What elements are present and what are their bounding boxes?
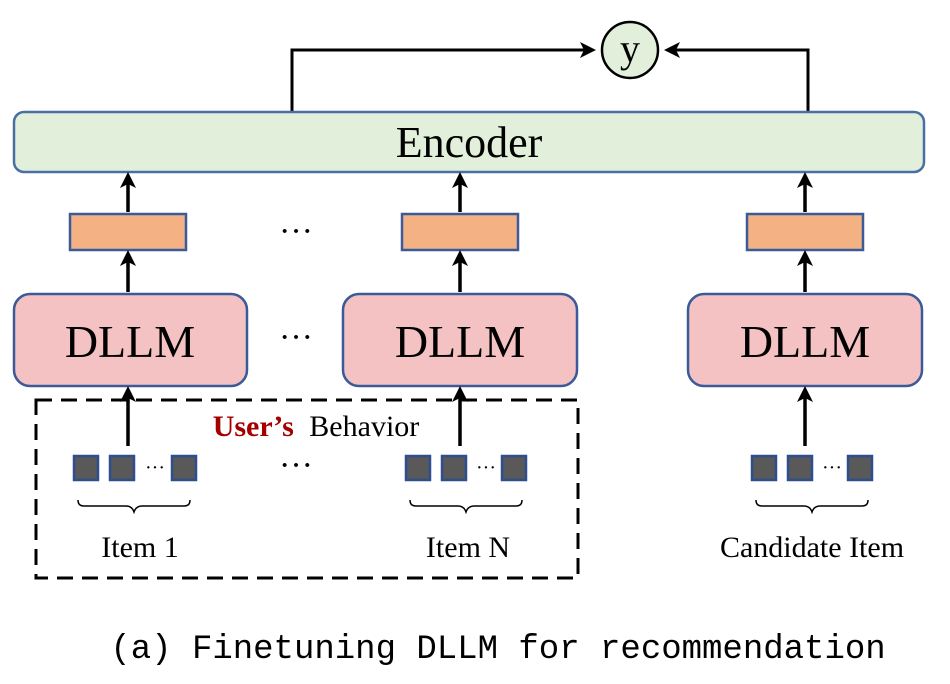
token-square	[846, 454, 874, 482]
dllm-label-1: DLLM	[65, 316, 195, 367]
encoder-block: Encoder	[12, 110, 926, 174]
tokens-to-dllm-arrows	[120, 386, 813, 446]
encoder-label: Encoder	[396, 118, 543, 167]
figure-caption: (a) Finetuning DLLM for recommendation	[110, 631, 885, 669]
output-connectors	[290, 42, 810, 112]
output-node: y	[600, 20, 660, 80]
embedding-row: ···	[68, 212, 865, 252]
token-group-itemN: ···	[404, 454, 528, 515]
token-square	[786, 454, 814, 482]
user-behavior-label: User’s Behavior	[213, 410, 420, 443]
dllm-label-n: DLLM	[395, 316, 525, 367]
output-label: y	[620, 26, 640, 71]
token-ellipsis: ···	[145, 457, 165, 479]
token-square	[72, 454, 100, 482]
token-square	[750, 454, 778, 482]
candidate-item-label: Candidate Item	[720, 531, 904, 564]
brace-candidate	[755, 499, 869, 515]
user-behavior-region: User’s Behavior	[34, 398, 580, 580]
encoder-box	[12, 110, 926, 174]
candidate-to-y-arrow	[664, 42, 810, 112]
item1-label: Item 1	[101, 531, 178, 564]
token-square	[440, 454, 468, 482]
token-square	[108, 454, 136, 482]
token-square	[170, 454, 198, 482]
encoder-to-y-arrow	[290, 42, 596, 112]
itemN-label: Item N	[426, 531, 510, 564]
brace-item1	[77, 499, 191, 515]
dllm-label-candidate: DLLM	[740, 316, 870, 367]
user-word: User’s	[213, 410, 294, 443]
behavior-word: Behavior	[309, 410, 419, 443]
token-ellipsis: ···	[822, 457, 842, 479]
embedding-1	[68, 212, 188, 252]
embedding-ellipsis: ···	[279, 213, 313, 250]
token-square	[500, 454, 528, 482]
user-behavior-box	[34, 398, 580, 580]
token-ellipsis: ···	[476, 457, 496, 479]
token-row-ellipsis: ···	[279, 447, 313, 484]
embedding-to-encoder-arrows	[120, 172, 813, 212]
token-group-item1: ···	[72, 454, 198, 515]
embedding-n	[400, 212, 520, 252]
brace-itemN	[409, 499, 523, 515]
dllm-ellipsis: ···	[279, 319, 313, 356]
dllm-row: DLLM DLLM DLLM ···	[12, 292, 924, 388]
output-circle	[600, 20, 660, 80]
token-square	[404, 454, 432, 482]
token-group-candidate: ···	[750, 454, 874, 515]
dllm-to-embedding-arrows	[120, 250, 813, 292]
embedding-candidate	[745, 212, 865, 252]
